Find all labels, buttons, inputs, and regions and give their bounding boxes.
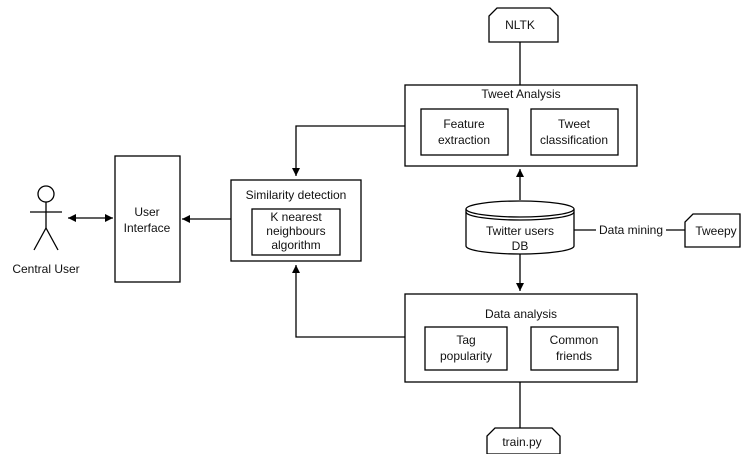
classification-line2: classification bbox=[540, 133, 608, 147]
tweepy-node: Tweepy bbox=[684, 213, 741, 248]
ui-label-line2: Interface bbox=[124, 221, 171, 235]
feature-line2: extraction bbox=[438, 133, 490, 147]
friends-line1: Common bbox=[550, 333, 599, 347]
user-interface-box: User Interface bbox=[114, 155, 181, 283]
db-line1: Twitter users bbox=[486, 224, 554, 238]
actor-left-leg bbox=[33, 227, 47, 251]
data-analysis-box: Data analysis Tag popularity Common frie… bbox=[404, 293, 638, 383]
db-line2: DB bbox=[512, 239, 529, 253]
tag-popularity-box bbox=[424, 326, 508, 371]
db-top bbox=[465, 200, 575, 218]
tweet-analysis-similarity-connector bbox=[292, 125, 405, 176]
similarity-detection-box: Similarity detection K nearest neighbour… bbox=[230, 179, 362, 262]
tweet-analysis-box: Tweet Analysis Feature extraction Tweet … bbox=[404, 84, 638, 167]
data-analysis-similarity-connector bbox=[292, 265, 405, 338]
tag-line1: Tag bbox=[456, 333, 475, 347]
feature-extraction-box bbox=[420, 108, 509, 156]
knn-box bbox=[251, 208, 341, 256]
feature-line1: Feature bbox=[443, 117, 485, 131]
common-friends-box bbox=[530, 326, 619, 371]
nltk-node: NLTK bbox=[488, 7, 559, 43]
similarity-title: Similarity detection bbox=[246, 188, 347, 202]
tag-line2: popularity bbox=[440, 349, 492, 363]
ui-label-line1: User bbox=[134, 205, 159, 219]
tweet-classification-box bbox=[530, 108, 619, 156]
actor-label: Central User bbox=[12, 262, 79, 276]
nltk-label: NLTK bbox=[505, 18, 535, 32]
knn-line3: algorithm bbox=[271, 238, 320, 252]
data-analysis-title: Data analysis bbox=[485, 307, 557, 321]
data-mining-label: Data mining bbox=[599, 223, 663, 237]
central-user-actor: Central User bbox=[12, 185, 80, 276]
actor-head-icon bbox=[37, 185, 55, 203]
twitter-users-db: Twitter users DB bbox=[465, 200, 575, 255]
friends-line2: friends bbox=[556, 349, 592, 363]
knn-line1: K nearest bbox=[270, 210, 322, 224]
classification-line1: Tweet bbox=[558, 117, 591, 131]
tweet-analysis-title: Tweet Analysis bbox=[481, 87, 560, 101]
tweepy-label: Tweepy bbox=[695, 224, 736, 238]
train-label: train.py bbox=[502, 435, 541, 449]
knn-line2: neighbours bbox=[266, 224, 325, 238]
train-py-node: train.py bbox=[486, 427, 561, 454]
actor-right-leg bbox=[45, 227, 59, 251]
